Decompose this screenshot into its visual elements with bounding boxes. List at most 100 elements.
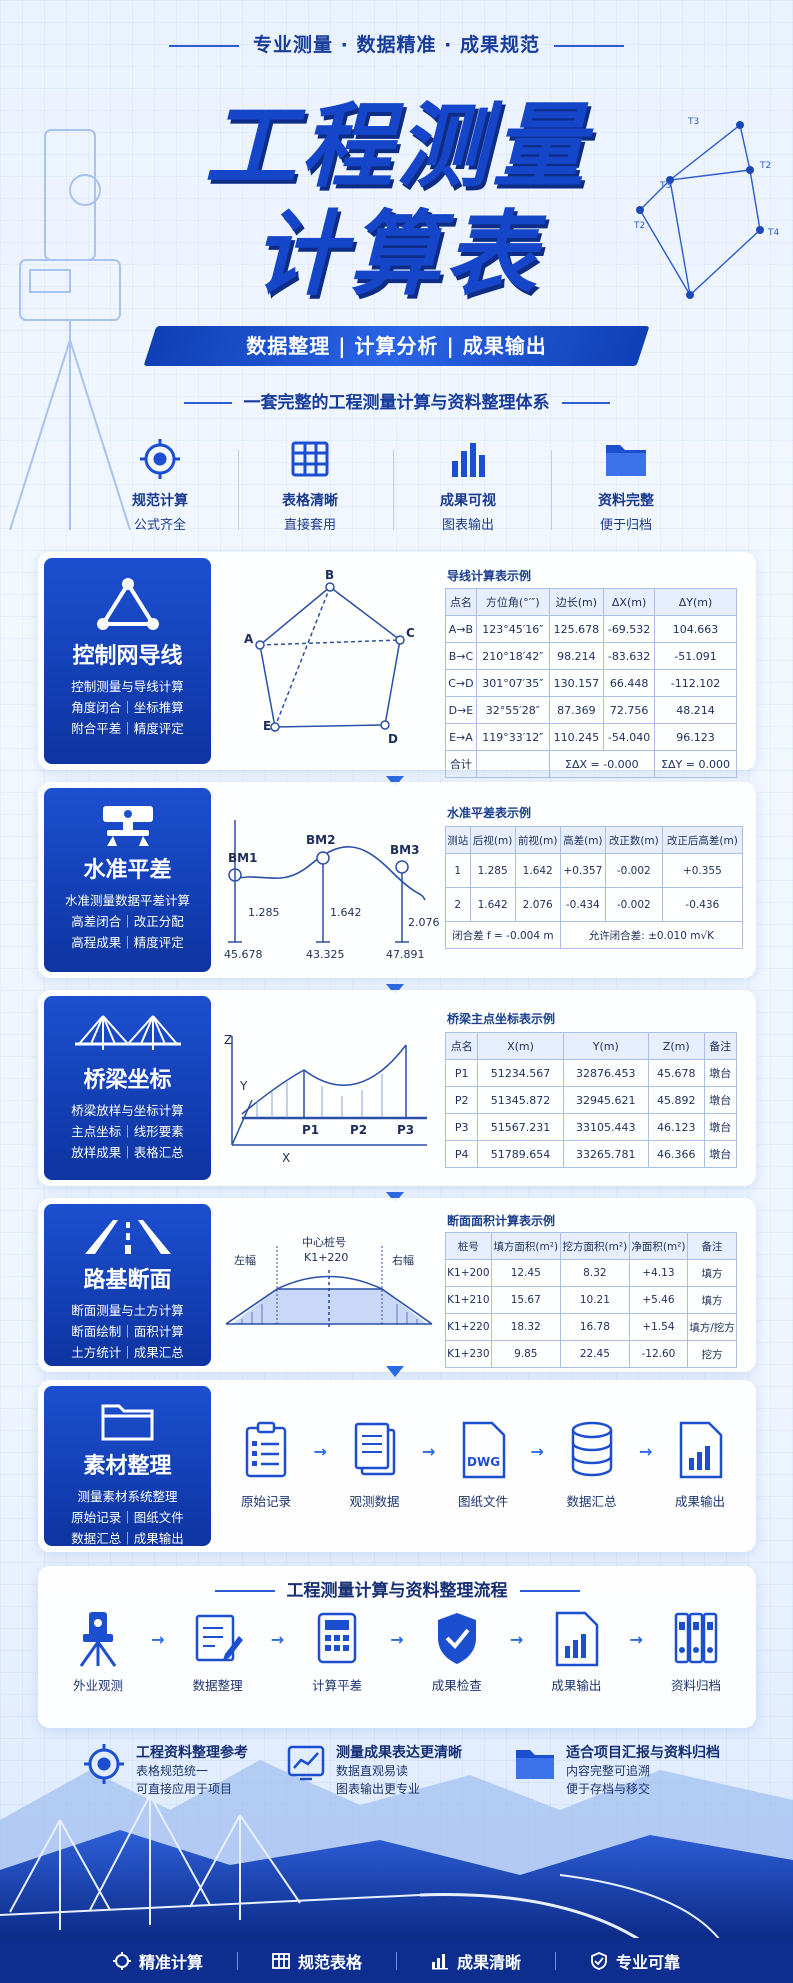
table-cell: 48.214 bbox=[654, 696, 737, 724]
divider bbox=[396, 1951, 397, 1970]
step-item: 观测数据 bbox=[337, 1420, 413, 1510]
section-desc: 数据汇总｜成果输出 bbox=[71, 1531, 184, 1546]
point-label: P1 bbox=[302, 1123, 319, 1137]
table-header: 高差(m) bbox=[559, 826, 606, 854]
ref-sub: 内容完整可追溯 bbox=[566, 1764, 651, 1778]
table-icon bbox=[291, 441, 329, 477]
dwg-file-icon: DWG bbox=[462, 1421, 506, 1479]
road-section-diagram: 左幅 中心桩号 K1+220 右幅 bbox=[225, 1235, 433, 1329]
process-card bbox=[38, 1566, 756, 1728]
table-cell: 87.369 bbox=[548, 696, 605, 724]
ref-sub: 数据直观易读 bbox=[336, 1764, 409, 1778]
divider bbox=[555, 1951, 557, 1970]
total-station-illustration bbox=[9, 129, 131, 531]
divider bbox=[238, 450, 239, 530]
table-header-row: 点名 方位角(°′″) 边长(m) ΔX(m) ΔY(m) bbox=[445, 588, 737, 616]
step-item: 原始记录 bbox=[228, 1420, 304, 1510]
section-name: 控制网导线 bbox=[72, 644, 183, 669]
down-arrow-icon bbox=[386, 776, 404, 787]
report-chart-icon bbox=[679, 1421, 723, 1479]
ref-title: 工程资料整理参考 bbox=[136, 1745, 248, 1761]
page-title-line1: 工程测量 bbox=[204, 93, 589, 200]
ref-item: 适合项目汇报与资料归档 内容完整可追溯 便于存档与移交 bbox=[514, 1742, 720, 1798]
table-cell: -0.002 bbox=[604, 887, 663, 922]
table-cell: P1 bbox=[444, 1059, 479, 1087]
step-label: 成果输出 bbox=[551, 1678, 602, 1693]
step-label: 外业观测 bbox=[72, 1678, 123, 1693]
table-cell: 墩台 bbox=[703, 1059, 738, 1087]
step-label: 图纸文件 bbox=[457, 1494, 508, 1509]
ref-sub: 可直接应用于项目 bbox=[136, 1782, 233, 1796]
table-cell: 125.678 bbox=[548, 615, 605, 643]
process-step: 计算平差 bbox=[295, 1610, 379, 1694]
arrow-right-icon: → bbox=[639, 1442, 653, 1461]
table-cell: -12.60 bbox=[628, 1340, 688, 1368]
footer-item: 规范表格 bbox=[272, 1949, 362, 1973]
feature-item: 表格清晰 直接套用 bbox=[225, 436, 395, 533]
section-desc: 土方统计｜成果汇总 bbox=[71, 1345, 184, 1360]
table-cell: 32876.453 bbox=[562, 1059, 649, 1087]
process-steps: 外业观测 → 数据整理 → 计算平差 → 成果检查 → 成果输出 → 资料归档 bbox=[56, 1610, 738, 1694]
table-cell: P4 bbox=[444, 1140, 479, 1168]
network-point-label: T2 bbox=[759, 161, 771, 171]
table-header: 点名 bbox=[445, 588, 477, 616]
table-header: 挖方面积(m²) bbox=[559, 1232, 630, 1260]
edit-form-icon bbox=[195, 1614, 243, 1662]
table-header: 改正后高差(m) bbox=[661, 826, 744, 854]
table-cell: -0.434 bbox=[559, 887, 606, 922]
table-cell: 72.756 bbox=[603, 696, 656, 724]
table-header-row: 桩号 填方面积(m²) 挖方面积(m²) 净面积(m²) 备注 bbox=[445, 1232, 738, 1260]
ref-sub: 便于存档与移交 bbox=[566, 1782, 651, 1796]
ribbon-text: 数据整理 | 计算分析 | 成果输出 bbox=[246, 334, 547, 358]
table-cell: 119°33′12″ bbox=[475, 723, 550, 751]
table-header: 点名 bbox=[444, 1032, 479, 1060]
road-label: 右幅 bbox=[392, 1253, 414, 1267]
section-desc: 控制测量与导线计算 bbox=[71, 679, 184, 694]
table-header: 备注 bbox=[703, 1032, 738, 1060]
ref-sub: 表格规范统一 bbox=[136, 1764, 209, 1778]
step-item: 数据汇总 bbox=[554, 1420, 630, 1510]
section-name: 桥梁坐标 bbox=[83, 1068, 172, 1093]
table-cell: 16.78 bbox=[559, 1313, 630, 1341]
network-point-label: T3 bbox=[687, 117, 699, 127]
line-chart-icon bbox=[287, 1745, 325, 1781]
table-cell: 51789.654 bbox=[477, 1140, 564, 1168]
step-label: 原始记录 bbox=[240, 1494, 291, 1509]
bm-label: BM2 bbox=[306, 833, 335, 847]
table-cell: 填方 bbox=[686, 1259, 738, 1287]
folder-icon bbox=[516, 1750, 554, 1779]
reading-label: 1.285 bbox=[248, 906, 280, 919]
feature-title: 表格清晰 bbox=[282, 493, 338, 509]
subtitle: 一套完整的工程测量计算与资料整理体系 bbox=[0, 388, 793, 413]
arrow-right-icon: → bbox=[390, 1630, 404, 1649]
page-title-line2: 计算表 bbox=[252, 201, 541, 308]
process-step: 成果输出 bbox=[534, 1610, 618, 1694]
bridge-icon bbox=[74, 1015, 181, 1050]
table-cell: K1+210 bbox=[445, 1286, 492, 1314]
table-header: 边长(m) bbox=[548, 588, 605, 616]
process-step: 数据整理 bbox=[176, 1610, 260, 1694]
section-desc: 高差闭合｜改正分配 bbox=[71, 914, 184, 929]
arrow-right-icon: → bbox=[629, 1630, 643, 1649]
table-title: 导线计算表示例 bbox=[447, 569, 532, 583]
point-label: P2 bbox=[350, 1123, 367, 1137]
step-label: 成果检查 bbox=[431, 1678, 482, 1693]
table-header: 后视(m) bbox=[469, 826, 516, 854]
feature-item: 规范计算 公式齐全 bbox=[75, 436, 245, 533]
step-label: 计算平差 bbox=[312, 1678, 363, 1693]
table-header: ΔX(m) bbox=[603, 588, 656, 616]
table-cell: -83.632 bbox=[603, 642, 656, 670]
process-step: 资料归档 bbox=[654, 1610, 738, 1694]
process-step: 外业观测 bbox=[56, 1610, 140, 1694]
table-cell: B→C bbox=[445, 642, 477, 670]
bar-chart-icon bbox=[452, 443, 485, 477]
table-cell: 填方/挖方 bbox=[686, 1313, 738, 1341]
section-desc: 桥梁放样与坐标计算 bbox=[71, 1103, 184, 1118]
